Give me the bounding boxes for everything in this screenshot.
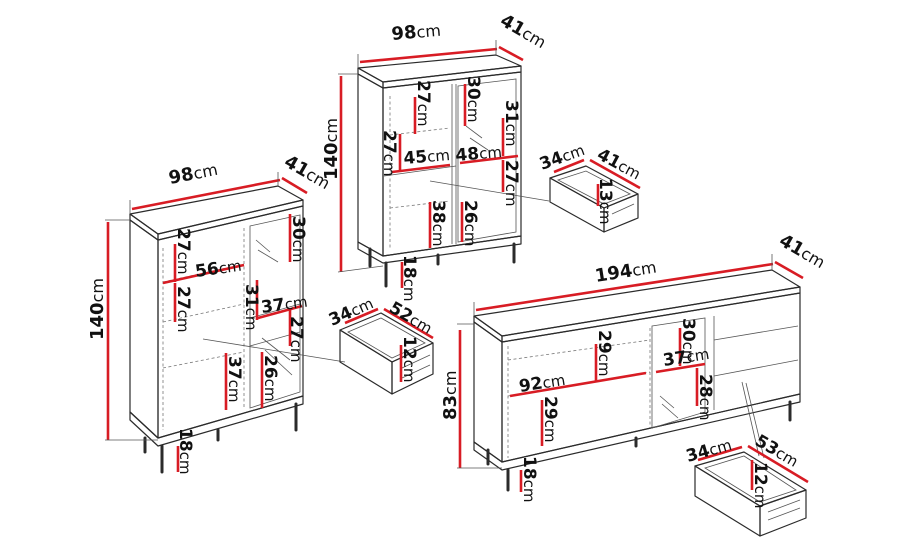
cabinet-left-inner-width-2: 37cm bbox=[260, 292, 309, 318]
drawer-sideboard-depth-label: 34cm bbox=[684, 435, 734, 467]
sideboard-leg-label: 18cm bbox=[519, 456, 539, 503]
cabinet-left-dimensions bbox=[105, 172, 308, 472]
sideboard-inner-width-1: 92cm bbox=[518, 370, 567, 397]
cabinet-left-inner-height-1: 27cm bbox=[173, 228, 193, 275]
cabinet-top-leg-label: 18cm bbox=[399, 255, 419, 302]
cabinet-left-inner-height-4: 30cm bbox=[288, 216, 308, 263]
drawer-left bbox=[339, 307, 434, 395]
cabinet-top-width-label: 98cm bbox=[391, 20, 442, 45]
cabinet-left-inner-height-3: 37cm bbox=[224, 356, 244, 403]
cabinet-top-inner-height-2: 30cm bbox=[463, 76, 483, 123]
drawer-left-width-label: 52cm bbox=[386, 298, 436, 339]
cabinet-left-inner-width-1: 56cm bbox=[194, 256, 243, 282]
cabinet-top bbox=[357, 54, 550, 288]
cabinet-left-height-label: 140cm bbox=[87, 278, 108, 340]
cabinet-top-inner-width-2: 48cm bbox=[455, 142, 503, 166]
cabinet-top-dimensions bbox=[337, 40, 524, 288]
sideboard-inner-height-3: 28cm bbox=[695, 374, 715, 421]
cabinet-left-inner-height-6: 27cm bbox=[286, 316, 306, 363]
sideboard-dimensions bbox=[457, 254, 804, 492]
cabinet-top-inner-width-1: 45cm bbox=[403, 145, 451, 169]
cabinet-top-inner-height-6: 38cm bbox=[428, 200, 448, 247]
cabinet-top-inner-height-7: 26cm bbox=[460, 200, 480, 247]
drawer-top bbox=[549, 158, 641, 233]
sideboard-height-label: 83cm bbox=[440, 371, 461, 420]
cabinet-left-inner-height-5: 31cm bbox=[241, 284, 261, 331]
sideboard-inner-height-4: 29cm bbox=[540, 396, 560, 443]
sideboard-inner-height-1: 29cm bbox=[594, 330, 614, 377]
labels: 98cm 41cm 140cm 18cm 56cm 37cm 27cm 27cm… bbox=[87, 10, 828, 509]
cabinet-left-width-label: 98cm bbox=[167, 159, 220, 189]
drawer-left-height-label: 12cm bbox=[399, 336, 419, 383]
cabinet-left-inner-height-7: 26cm bbox=[260, 355, 280, 402]
cabinet-top-inner-height-5: 27cm bbox=[501, 160, 521, 207]
cabinet-left-inner-height-2: 27cm bbox=[173, 286, 193, 333]
drawer-sideboard-height-label: 12cm bbox=[750, 462, 770, 509]
cabinet-left-leg-label: 18cm bbox=[175, 428, 195, 475]
drawer-sideboard bbox=[694, 444, 809, 537]
cabinet-top-depth-label: 41cm bbox=[497, 10, 550, 53]
sideboard-inner-height-2: 30cm bbox=[678, 318, 698, 365]
cabinet-top-inner-height-3: 31cm bbox=[501, 100, 521, 147]
cabinet-top-inner-height-1: 27cm bbox=[413, 80, 433, 127]
cabinet-top-height-label: 140cm bbox=[321, 118, 342, 180]
sideboard-inner-width-2: 37cm bbox=[662, 344, 711, 371]
drawer-top-height-label: 13cm bbox=[595, 178, 615, 225]
cabinet-left bbox=[129, 185, 346, 474]
cabinet-top-inner-height-4: 27cm bbox=[379, 130, 399, 177]
